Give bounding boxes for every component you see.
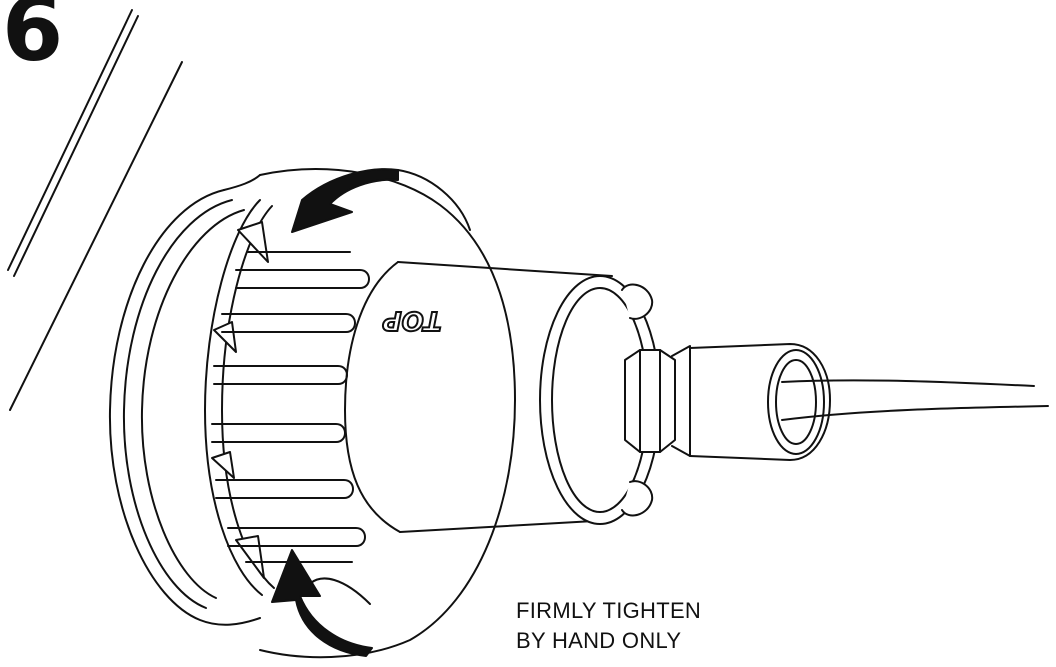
instruction-line-2: BY HAND ONLY [516,628,682,653]
cable-gland [625,344,830,460]
connector-housing [345,262,660,532]
instruction-text: FIRMLY TIGHTEN BY HAND ONLY [516,596,701,656]
step-number: 6 [2,0,64,81]
rotation-arrow-bottom [272,550,372,656]
rotation-arrow-top [292,169,470,232]
wall-lines [8,10,182,410]
cable [782,380,1048,420]
mounting-flange [110,169,515,657]
top-label: TOP [383,305,442,335]
instruction-line-1: FIRMLY TIGHTEN [516,598,702,623]
